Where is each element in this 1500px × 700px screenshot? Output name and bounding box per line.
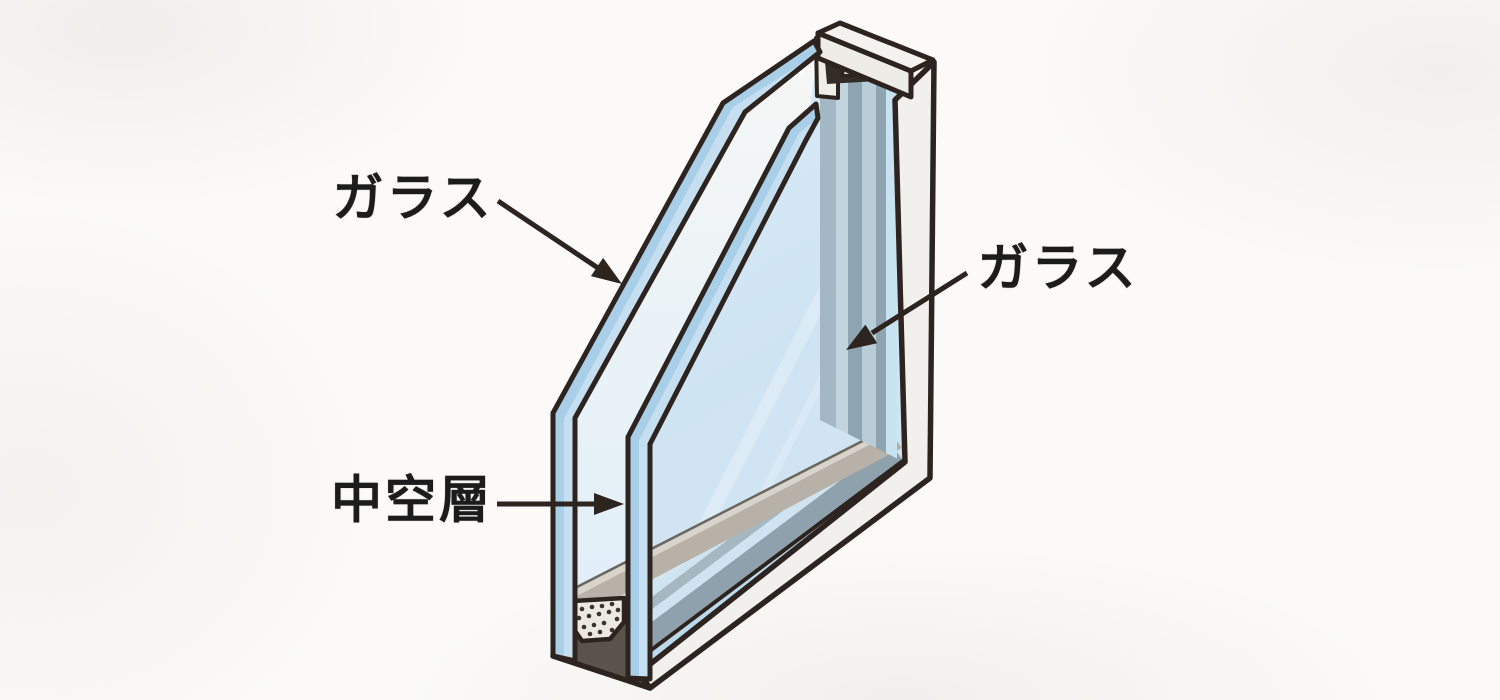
desiccant-spacer-bottom: [570, 595, 627, 644]
arrow-to-front-glass: [496, 198, 622, 284]
front-glass-pane: [550, 38, 823, 664]
arrow-to-air-layer: [497, 493, 624, 515]
arrow-to-rear-glass: [846, 270, 969, 350]
annotation-arrows: [496, 198, 969, 515]
inner-frame-strips: [820, 57, 897, 459]
label-glass-left: ガラス: [332, 169, 494, 229]
rear-glass-pane: [625, 101, 821, 682]
label-glass-right: ガラス: [977, 239, 1139, 299]
frame-cap: [814, 20, 936, 100]
label-air-layer: 中空層: [330, 471, 494, 531]
glass-highlight: [676, 227, 862, 574]
